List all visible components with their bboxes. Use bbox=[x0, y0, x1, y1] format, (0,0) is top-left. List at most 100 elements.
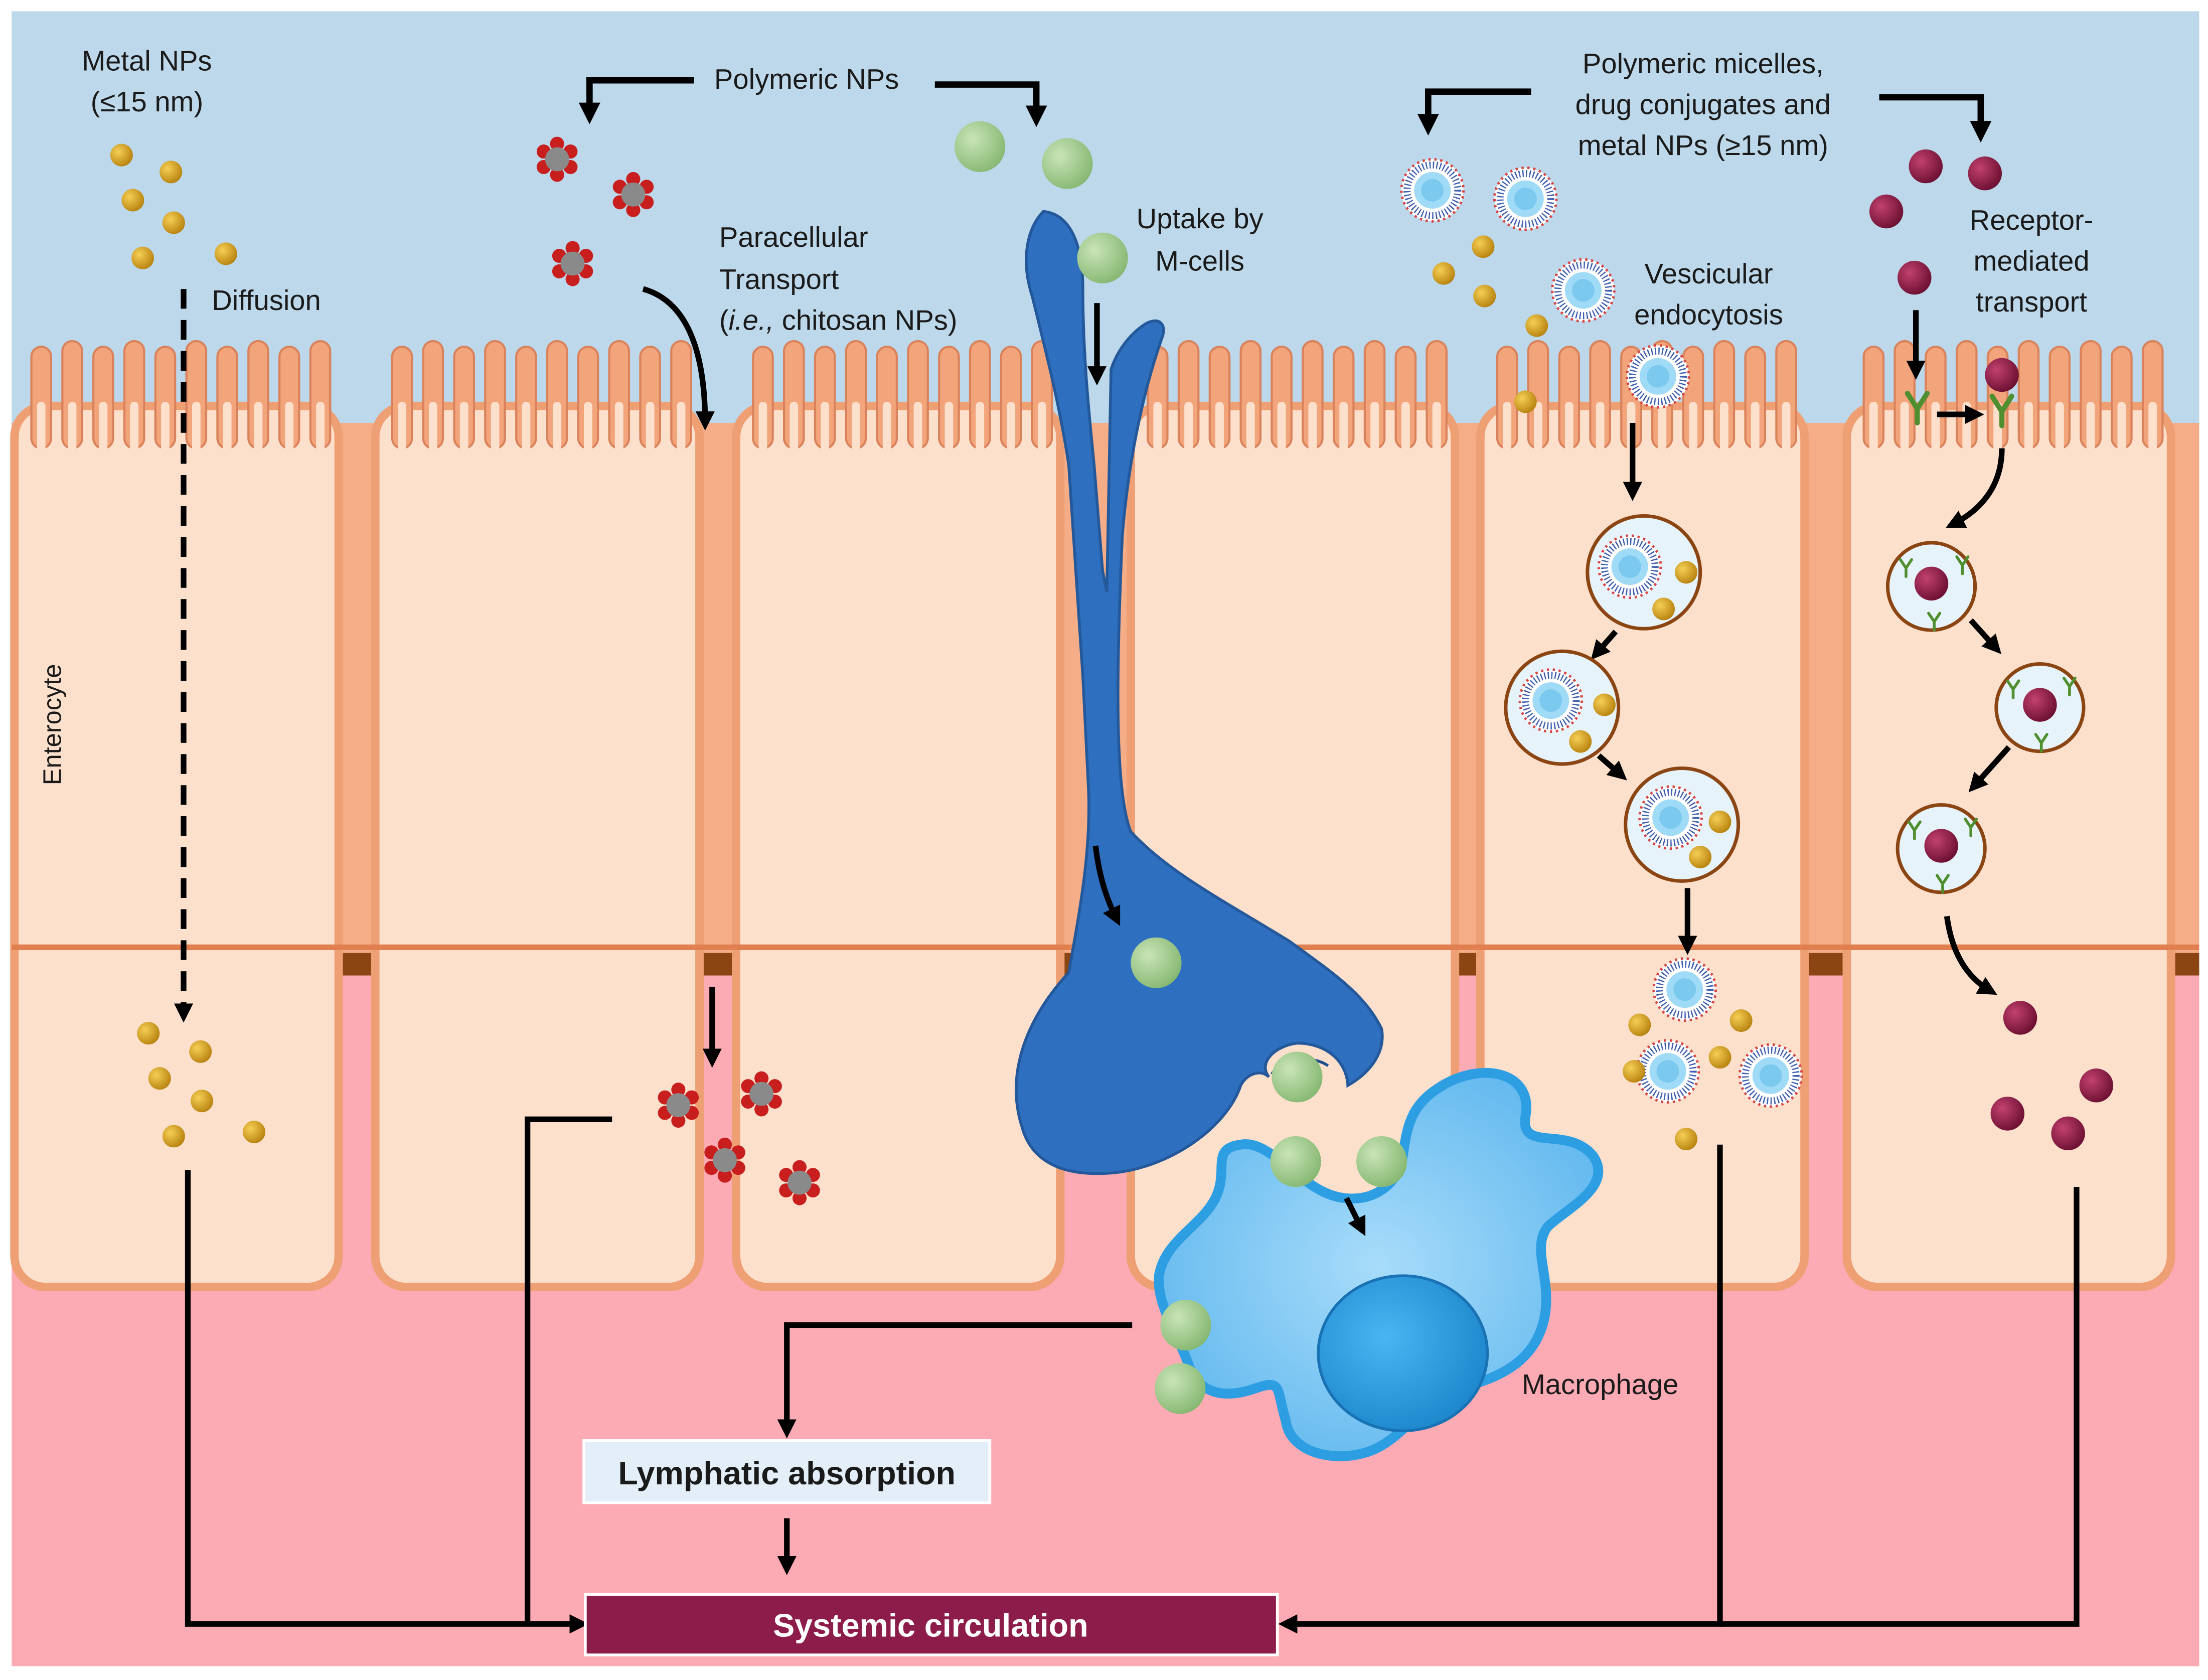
metal-np-icon bbox=[162, 211, 185, 234]
receptor-np-icon bbox=[1898, 260, 1932, 295]
polymeric-left-arrow bbox=[578, 77, 694, 124]
metal-np-icon bbox=[1689, 846, 1712, 869]
receptor-label-1: Receptor- bbox=[1970, 204, 2094, 236]
receptor-np-icon bbox=[1909, 149, 1943, 184]
m-cell bbox=[1015, 210, 1384, 1175]
metal-nps-large-lumen bbox=[1432, 235, 1548, 413]
metal-np-icon bbox=[131, 246, 154, 269]
polymeric-np-icon bbox=[1155, 1363, 1206, 1414]
micelle-icon bbox=[1520, 670, 1582, 732]
diffusion-to-systemic-line bbox=[185, 1170, 589, 1634]
paracellular-arrow bbox=[642, 286, 715, 431]
polymeric-np-icon bbox=[1272, 1051, 1323, 1103]
metal-small-label-2: (≤15 nm) bbox=[91, 86, 203, 117]
polymeric-np-icon bbox=[1270, 1136, 1321, 1187]
metal-nps-large-tissue bbox=[1623, 1009, 1753, 1151]
receptor-np-icon bbox=[1924, 829, 1958, 863]
polymeric-nps-tissue bbox=[1131, 937, 1407, 1414]
receptor-np-icon bbox=[1869, 194, 1904, 229]
receptor-np-icon bbox=[1990, 1097, 2024, 1131]
macrophage-nucleus bbox=[1317, 1274, 1489, 1433]
micelles-label-2: drug conjugates and bbox=[1575, 89, 1831, 120]
micelle-icon bbox=[1654, 959, 1716, 1021]
receptor-label-3: transport bbox=[1976, 286, 2087, 318]
receptor-np-icon bbox=[2023, 688, 2057, 722]
lymphatic-label: Lymphatic absorption bbox=[618, 1455, 956, 1491]
metal-np-icon bbox=[1514, 390, 1537, 413]
metal-np-icon bbox=[1675, 1128, 1698, 1151]
receptor-internalize-arrow bbox=[1946, 448, 2005, 528]
endosome-vesicle-1 bbox=[1586, 514, 1702, 631]
metal-np-icon bbox=[243, 1121, 265, 1143]
polymeric-np-icon bbox=[1042, 138, 1093, 189]
micelles-left-arrow bbox=[1417, 88, 1531, 136]
metal-np-icon bbox=[1729, 1009, 1753, 1032]
metal-np-icon bbox=[191, 1090, 214, 1113]
receptor-np-icon bbox=[2079, 1068, 2114, 1103]
metal-np-icon bbox=[137, 1022, 160, 1045]
receptor-np-icon bbox=[1968, 156, 2002, 191]
metal-np-icon bbox=[162, 1125, 185, 1148]
paracellular-label-1: Paracellular bbox=[719, 221, 868, 253]
receptor-exit-arrow bbox=[1944, 915, 1997, 995]
receptor-vesicle-1 bbox=[1885, 541, 1977, 632]
metal-np-icon bbox=[1675, 561, 1698, 584]
metal-np-icon bbox=[1708, 810, 1731, 833]
micelle-icon bbox=[1740, 1044, 1802, 1107]
metal-np-icon bbox=[148, 1067, 171, 1090]
polymeric-np-icon bbox=[1160, 1299, 1211, 1351]
metal-np-icon bbox=[121, 189, 144, 212]
polymeric-np-icon bbox=[955, 121, 1006, 172]
micelle-icon bbox=[1401, 160, 1464, 222]
vesicular-label-1: Vescicular bbox=[1644, 258, 1773, 289]
paracellular-label-2: Transport bbox=[719, 263, 839, 295]
uptake-label-1: Uptake by bbox=[1137, 203, 1264, 234]
receptor-np-icon bbox=[1914, 566, 1949, 601]
receptor-nps-lumen bbox=[1869, 149, 2002, 295]
systemic-box bbox=[584, 1593, 1279, 1656]
receptor-label-2: mediated bbox=[1973, 245, 2089, 277]
enterocyte-label: Enterocyte bbox=[38, 664, 67, 785]
micelle-icon bbox=[1640, 787, 1702, 849]
metal-np-icon bbox=[1708, 1046, 1731, 1069]
diffusion-label: Diffusion bbox=[212, 284, 321, 316]
enterocyte-cell-2 bbox=[375, 341, 699, 1287]
polymeric-np-icon bbox=[1131, 937, 1182, 988]
polymeric-np-icon bbox=[1356, 1136, 1407, 1187]
enterocyte-cell-3 bbox=[736, 341, 1060, 1287]
receptor-vesicle-arrow-2 bbox=[1968, 745, 2011, 793]
metal-nps-tissue bbox=[137, 1022, 265, 1148]
micelle-icon bbox=[1599, 536, 1661, 598]
receptor-np-icon bbox=[2003, 1001, 2037, 1035]
systemic-label: Systemic circulation bbox=[773, 1607, 1088, 1644]
metal-np-icon bbox=[1652, 597, 1675, 621]
receptor-np-icon bbox=[1985, 358, 2019, 392]
lymphatic-box bbox=[582, 1439, 992, 1504]
metal-small-label-1: Metal NPs bbox=[82, 45, 212, 77]
m-cell-transit-arrow bbox=[1092, 845, 1121, 926]
polymeric-nps-lumen bbox=[955, 121, 1128, 283]
macrophage-entry-arrow bbox=[1344, 1197, 1366, 1237]
micelle-icon bbox=[1494, 168, 1556, 230]
micelle-icon bbox=[1627, 345, 1689, 407]
metal-np-icon bbox=[160, 161, 183, 184]
receptor-np-icon bbox=[2051, 1116, 2085, 1151]
metal-np-icon bbox=[1593, 693, 1616, 716]
metal-nps-lumen bbox=[110, 143, 237, 269]
endosome-vesicle-3 bbox=[1624, 766, 1741, 883]
vesicular-label-2: endocytosis bbox=[1634, 298, 1783, 330]
micelles-right-arrow bbox=[1879, 94, 1992, 143]
metal-np-icon bbox=[1432, 262, 1455, 285]
metal-np-icon bbox=[189, 1040, 212, 1063]
micelles-label-1: Polymeric micelles, bbox=[1583, 48, 1824, 79]
endosome-vesicle-2 bbox=[1504, 649, 1621, 766]
vesicle-arrow-1 bbox=[1591, 630, 1618, 660]
receptor-vesicle-arrow-1 bbox=[1969, 618, 2002, 655]
paracellular-italic: i.e., bbox=[729, 304, 774, 336]
polymeric-np-icon bbox=[1077, 232, 1128, 283]
polymeric-nps-label: Polymeric NPs bbox=[714, 63, 899, 95]
macrophage-label: Macrophage bbox=[1522, 1368, 1678, 1400]
metal-np-icon bbox=[1569, 730, 1592, 753]
